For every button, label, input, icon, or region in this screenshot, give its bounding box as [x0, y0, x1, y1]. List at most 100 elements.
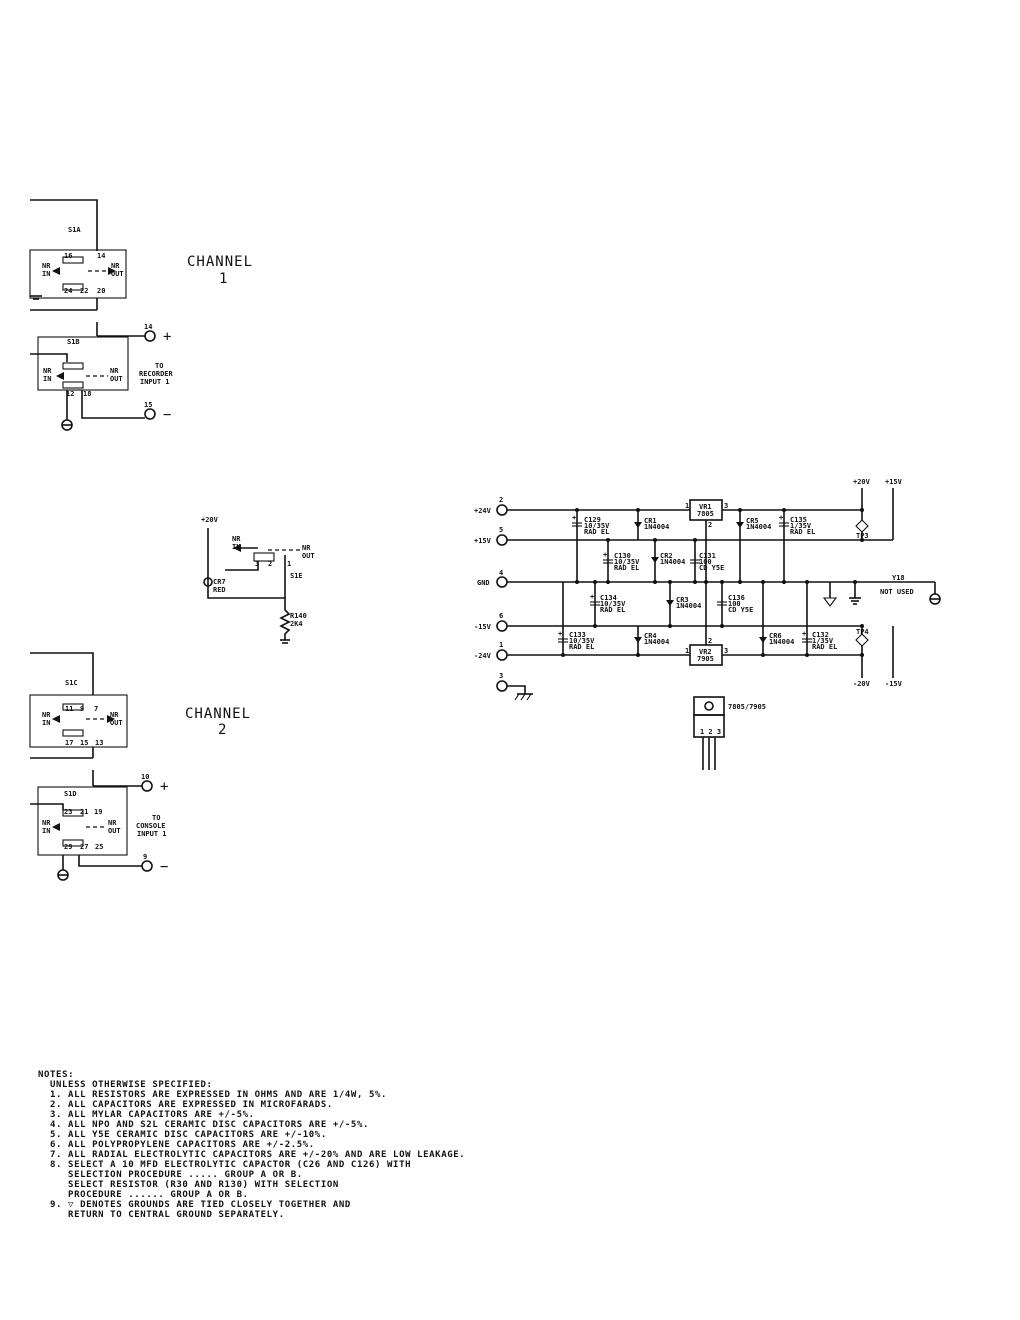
component-value: 1/35V [790, 522, 812, 530]
power-supply-circuit: 2 +24V 5 +15V 4 GND 6 -15V 1 -24V 3 VR1 … [474, 478, 941, 770]
channel-2-circuit: S1C S1D 11 9 7 17 15 13 23 21 19 29 27 2… [29, 652, 250, 881]
switch-s1a-label: S1A [68, 226, 81, 234]
output-label: -20V [853, 680, 871, 688]
notes-line: 3. ALL MYLAR CAPACITORS ARE +/-5%. [50, 1110, 255, 1120]
component-value: 10/35V [614, 558, 640, 566]
led-color: RED [213, 586, 226, 594]
nr-in-label: IN [43, 375, 51, 383]
component-value: 10/35V [584, 522, 610, 530]
pin-label: 1 [287, 560, 291, 568]
polarity-mark: + [603, 551, 607, 559]
rail-label: -24V [474, 652, 492, 660]
component-type: RAD EL [812, 643, 837, 651]
component-value: 1N4004 [746, 523, 771, 531]
component-value: 100 [728, 600, 741, 608]
nr-out-label: NR [110, 711, 119, 719]
notes-line: UNLESS OTHERWISE SPECIFIED: [50, 1080, 213, 1090]
component-ref: CR4 [644, 632, 657, 640]
connector-pin: 2 [499, 496, 503, 504]
pin-label: 15 [80, 739, 88, 747]
vr-pin: 1 [685, 502, 689, 510]
component-type: CD Y5E [699, 564, 724, 572]
component-ref: C129 [584, 516, 601, 524]
nr-in-label: IN [42, 827, 50, 835]
component-ref: C134 [600, 594, 617, 602]
package-label: 7805/7905 [728, 703, 766, 711]
nr-in-label: NR [232, 535, 241, 543]
vr-pin: 3 [724, 647, 728, 655]
component-value: 10/35V [569, 637, 595, 645]
rail-label: GND [477, 579, 490, 587]
nr-out-label: OUT [108, 827, 121, 835]
connector-pin: 1 [499, 641, 503, 649]
pin-label: 11 [65, 705, 73, 713]
component-ref: C135 [790, 516, 807, 524]
channel-2-number: 2 [218, 722, 227, 738]
minus-sign: − [163, 407, 172, 423]
vr2-part: 7905 [697, 655, 714, 663]
component-ref: CR5 [746, 517, 759, 525]
pin-label: 23 [64, 808, 72, 816]
output-label: +15V [885, 478, 903, 486]
notes-line: 8. SELECT A 10 MFD ELECTROLYTIC CAPACTOR… [50, 1160, 412, 1170]
destination-label: TO [152, 814, 160, 822]
switch-s1d-label: S1D [64, 790, 77, 798]
component-type: RAD EL [614, 564, 639, 572]
plus-sign: + [160, 779, 169, 795]
pin-label: 7 [94, 705, 98, 713]
output-label: +20V [853, 478, 871, 486]
connector-pin: 6 [499, 612, 503, 620]
component-ref: C131 [699, 552, 716, 560]
polarity-mark: + [572, 514, 576, 522]
supply-label: +20V [201, 516, 219, 524]
nr-in-label: IN [42, 270, 50, 278]
notes-line: 9. ▽ DENOTES GROUNDS ARE TIED CLOSELY TO… [50, 1200, 351, 1210]
switch-s1b-label: S1B [67, 338, 80, 346]
component-value: 100 [699, 558, 712, 566]
component-ref: C136 [728, 594, 745, 602]
test-point-label: TP3 [856, 532, 869, 540]
plus-sign: + [163, 329, 172, 345]
test-point-label: TP4 [856, 628, 869, 636]
notes-line: SELECTION PROCEDURE ..... GROUP A OR B. [50, 1170, 303, 1180]
nr-out-label: NR [111, 262, 120, 270]
destination-label: TO [155, 362, 163, 370]
pin-label: 25 [95, 843, 103, 851]
terminal-number: 10 [141, 773, 149, 781]
pin-label: 27 [80, 843, 88, 851]
y18-note: NOT USED [880, 588, 914, 596]
vr-pin: 2 [708, 521, 712, 529]
nr-out-label: NR [302, 544, 311, 552]
polarity-mark: + [590, 593, 594, 601]
component-ref: CR2 [660, 552, 673, 560]
nr-in-label: NR [42, 819, 51, 827]
vr-pin: 1 [685, 647, 689, 655]
notes-line: SELECT RESISTOR (R30 AND R130) WITH SELE… [50, 1180, 339, 1190]
switch-s1e-label: S1E [290, 572, 303, 580]
connector-pin: 4 [499, 569, 503, 577]
nr-out-label: OUT [110, 719, 123, 727]
pin-label: 14 [97, 252, 105, 260]
vr-pin: 2 [708, 637, 712, 645]
destination-label: INPUT 1 [137, 830, 167, 838]
component-type: RAD EL [584, 528, 609, 536]
terminal-number: 9 [143, 853, 147, 861]
component-value: 1N4004 [644, 638, 669, 646]
component-type: RAD EL [790, 528, 815, 536]
channel-1-title: CHANNEL [187, 254, 253, 270]
notes-line: PROCEDURE ...... GROUP A OR B. [50, 1190, 249, 1200]
component-ref: C133 [569, 631, 586, 639]
pin-label: 9 [80, 705, 84, 713]
nr-out-label: OUT [111, 270, 124, 278]
pin-label: 29 [64, 843, 72, 851]
y18-label: Y18 [892, 574, 905, 582]
component-type: CD Y5E [728, 606, 753, 614]
indicator-circuit: +20V NR IN NR OUT 3 2 1 CR7 RED S1E R140… [201, 516, 315, 644]
nr-in-label: NR [42, 262, 51, 270]
notes-block: NOTES: UNLESS OTHERWISE SPECIFIED: 1. AL… [38, 1070, 558, 1220]
switch-s1c-label: S1C [65, 679, 78, 687]
pin-label: 13 [95, 739, 103, 747]
notes-line: 7. ALL RADIAL ELECTROLYTIC CAPACITORS AR… [50, 1150, 466, 1160]
nr-in-label: NR [42, 711, 51, 719]
package-pins: 1 2 3 [700, 728, 721, 736]
